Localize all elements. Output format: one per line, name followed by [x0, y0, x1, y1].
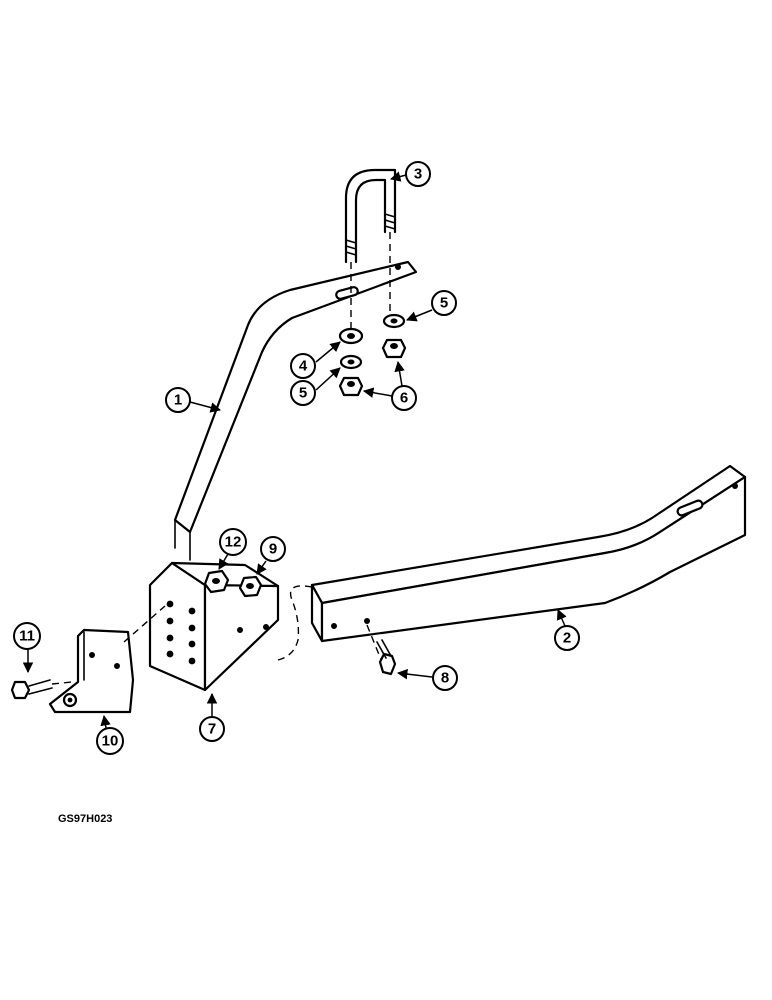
part-8-bolt	[366, 624, 397, 676]
callout-12: 12	[218, 528, 247, 570]
callout-5a-label: 5	[299, 385, 307, 402]
callout-7: 7	[199, 692, 225, 742]
nuts-9-12	[203, 569, 263, 598]
callout-6-label: 6	[400, 390, 408, 407]
callout-10: 10	[96, 714, 124, 755]
bracket-holes	[166, 600, 269, 665]
callout-6: 6	[362, 360, 417, 411]
callout-8-label: 8	[441, 670, 449, 687]
callout-1-label: 1	[174, 392, 182, 409]
part-11-bolt	[10, 679, 73, 700]
part-3-u-bolt	[344, 168, 397, 340]
callout-2: 2	[554, 609, 580, 651]
callout-10-label: 10	[102, 733, 119, 750]
callout-4-label: 4	[299, 358, 308, 375]
callout-9: 9	[256, 536, 286, 575]
part-1-arm	[173, 260, 418, 561]
drawing-code: GS97H023	[58, 813, 113, 825]
callout-7-label: 7	[208, 721, 216, 738]
callout-8: 8	[396, 665, 458, 691]
callout-4: 4	[290, 341, 341, 379]
callout-12-label: 12	[225, 534, 242, 551]
callout-2-label: 2	[563, 630, 571, 647]
callout-5b: 5	[406, 290, 457, 322]
callout-9-label: 9	[269, 541, 277, 558]
callout-3-label: 3	[414, 166, 422, 183]
callout-11-label: 11	[19, 628, 35, 645]
callout-5a: 5	[290, 367, 341, 406]
fasteners-group	[338, 313, 407, 397]
part-2-frame-bar	[277, 464, 747, 661]
callout-3: 3	[389, 161, 431, 187]
callout-11: 11	[13, 622, 41, 674]
part-10-plate	[48, 605, 166, 714]
callout-5b-label: 5	[440, 295, 448, 312]
callout-1: 1	[165, 387, 222, 413]
